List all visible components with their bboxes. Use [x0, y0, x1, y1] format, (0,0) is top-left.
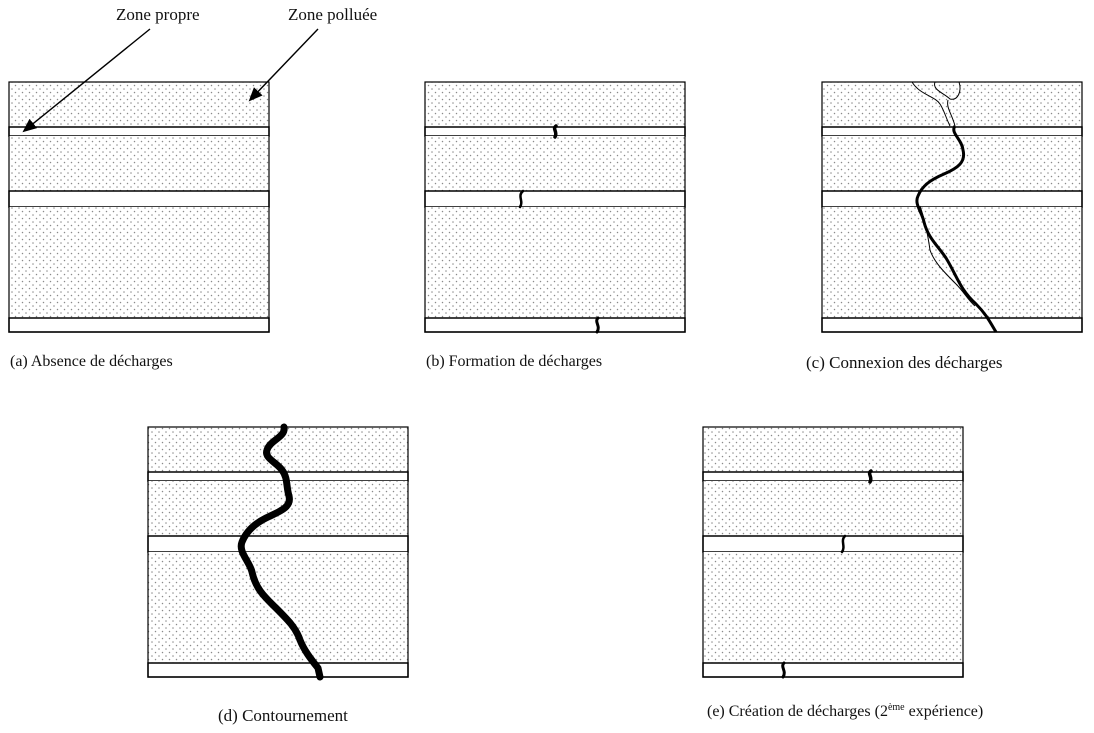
polluted-zone-2 — [703, 481, 963, 536]
clean-zone-2 — [424, 190, 686, 208]
polluted-zone-3 — [9, 207, 269, 318]
panel-e — [702, 426, 964, 679]
polluted-zone-2 — [425, 136, 685, 191]
clean-zone-3 — [702, 662, 964, 678]
polluted-zone-arrow — [248, 28, 319, 102]
caption-e: (e) Création de décharges (2ème expérien… — [707, 702, 984, 720]
panel-c — [821, 81, 1083, 333]
polluted-zone-1 — [425, 82, 685, 127]
caption-e-end: expérience) — [904, 703, 984, 720]
polluted-zone-1 — [9, 82, 269, 127]
polluted-zone-3 — [703, 552, 963, 663]
clean-zone-2 — [821, 190, 1083, 208]
panel-d — [147, 423, 409, 681]
polluted-zone-2 — [822, 136, 1082, 191]
clean-zone-1 — [702, 471, 964, 482]
caption-e-main: (e) Création de décharges (2 — [707, 703, 888, 720]
polluted-zone-1 — [703, 427, 963, 472]
caption-e-sup: ème — [887, 702, 905, 713]
clean-zone-1 — [147, 471, 409, 482]
clean-zone-2 — [702, 535, 964, 553]
discharge-e2 — [840, 534, 847, 554]
caption-c: (c) Connexion des décharges — [806, 353, 1003, 372]
caption-a: (a) Absence de décharges — [10, 353, 173, 370]
panel-b — [424, 81, 686, 334]
polluted-zone-3 — [425, 207, 685, 318]
clean-zone-2 — [8, 190, 270, 208]
polluted-zone-3 — [822, 207, 1082, 318]
polluted-zone-label: Zone polluée — [288, 5, 378, 24]
polluted-zone-2 — [9, 136, 269, 191]
panel-c-border — [821, 81, 1083, 333]
clean-zone-2 — [147, 535, 409, 553]
discharge-c-branch-1 — [911, 81, 951, 127]
discharge-e3 — [781, 661, 786, 679]
discharge-b3 — [595, 316, 600, 334]
caption-b: (b) Formation de décharges — [426, 353, 603, 370]
panel-a — [8, 81, 270, 333]
clean-zone-1 — [821, 126, 1083, 137]
caption-d: (d) Contournement — [218, 706, 348, 725]
clean-zone-3 — [424, 317, 686, 333]
clean-zone-1 — [8, 126, 270, 137]
flashover-arc — [237, 423, 324, 681]
clean-zone-arrow — [22, 28, 151, 133]
clean-zone-3 — [8, 317, 270, 333]
panel-b-border — [424, 81, 686, 333]
panel-e-border — [702, 426, 964, 678]
discharge-c-branch-3 — [947, 99, 956, 127]
panel-a-border — [8, 81, 270, 333]
discharge-c-branch-2 — [934, 81, 961, 100]
discharge-c-main — [915, 125, 998, 333]
discharge-b2 — [518, 189, 525, 209]
discharge-b1 — [552, 124, 558, 139]
clean-zone-3 — [821, 317, 1083, 333]
panel-d-border — [147, 426, 409, 678]
clean-zone-label: Zone propre — [116, 5, 200, 24]
discharge-e1 — [867, 469, 873, 484]
clean-zone-3 — [147, 662, 409, 678]
discharge-c-branch-4 — [919, 205, 976, 307]
polluted-zone-1 — [822, 82, 1082, 127]
